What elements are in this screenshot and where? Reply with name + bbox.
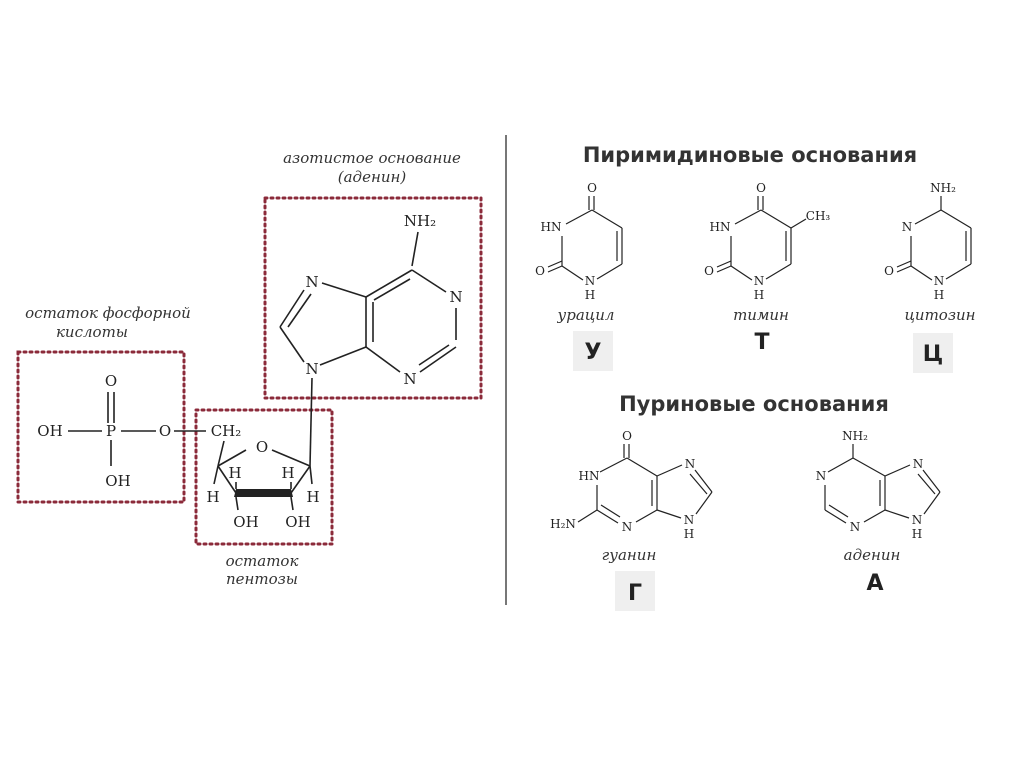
svg-text:HN: HN xyxy=(710,220,731,234)
pentose-caption-line1: остаток xyxy=(226,552,299,570)
svg-text:HN: HN xyxy=(579,469,600,483)
svg-text:N: N xyxy=(684,513,695,527)
svg-text:N: N xyxy=(912,513,923,527)
atom-h-2: H xyxy=(281,464,294,482)
svg-text:N: N xyxy=(685,457,696,471)
pentose-box xyxy=(194,408,334,546)
adenine-letter: А xyxy=(866,571,883,596)
ribose-bold-edge xyxy=(234,489,293,497)
purines-heading: Пуриновые основания xyxy=(619,392,889,416)
svg-text:O: O xyxy=(622,429,632,443)
uracil-letter: У xyxy=(585,340,602,365)
atom-o-ring: O xyxy=(256,438,268,456)
svg-text:NH₂: NH₂ xyxy=(842,429,868,443)
atom-n3: N xyxy=(403,370,416,388)
atom-o-top: O xyxy=(105,372,117,390)
pentose-caption-line2: пентозы xyxy=(226,570,298,588)
svg-text:N: N xyxy=(754,274,765,288)
svg-text:N: N xyxy=(622,520,633,534)
guanine-letter-box xyxy=(615,571,655,611)
atom-oh-left: OH xyxy=(37,422,62,440)
cytosine-letter-box xyxy=(913,333,953,373)
atom-n9: N xyxy=(305,360,318,378)
svg-text:CH₃: CH₃ xyxy=(806,209,831,223)
svg-text:HN: HN xyxy=(541,220,562,234)
pyrimidines-heading: Пиримидиновые основания xyxy=(583,143,917,167)
thymine-structure: O CH₃ N H O HN xyxy=(704,181,830,302)
atom-n7: N xyxy=(305,273,318,291)
atom-h-4: H xyxy=(306,488,319,506)
svg-text:N: N xyxy=(934,274,945,288)
svg-text:O: O xyxy=(704,264,714,278)
atom-ch2: CH₂ xyxy=(211,422,242,440)
svg-text:H₂N: H₂N xyxy=(550,517,576,531)
guanine-letter: Г xyxy=(628,581,642,606)
atom-n1: N xyxy=(449,288,462,306)
atom-oh-bottom: OH xyxy=(105,472,130,490)
svg-text:N: N xyxy=(913,457,924,471)
adenine-small-structure: NH₂ N N N N H xyxy=(816,429,941,541)
base-box xyxy=(263,196,483,400)
atom-oh-3: OH xyxy=(285,513,310,531)
svg-text:H: H xyxy=(912,527,922,541)
phosphate-caption-line2: кислоты xyxy=(56,323,128,341)
guanine-structure: O HN H₂N N N N H xyxy=(550,429,713,541)
phosphate-caption-line1: остаток фосфорной xyxy=(25,304,191,322)
svg-text:O: O xyxy=(587,181,597,195)
nucleotide-structure: азотистое основание (аденин) остаток фос… xyxy=(16,149,483,588)
svg-text:O: O xyxy=(756,181,766,195)
phosphate-box xyxy=(16,350,186,504)
guanine-name: гуанин xyxy=(602,546,657,564)
svg-text:N: N xyxy=(902,220,913,234)
svg-text:N: N xyxy=(816,469,827,483)
adenine-name: аденин xyxy=(844,546,901,564)
svg-text:H: H xyxy=(585,288,595,302)
svg-text:NH₂: NH₂ xyxy=(930,181,956,195)
uracil-name: урацил xyxy=(557,306,615,324)
atom-p: P xyxy=(106,422,116,440)
cytosine-name: цитозин xyxy=(904,306,975,324)
svg-text:H: H xyxy=(684,527,694,541)
svg-text:H: H xyxy=(934,288,944,302)
svg-text:N: N xyxy=(585,274,596,288)
atom-nh2-adenine: NH₂ xyxy=(404,212,436,230)
svg-text:H: H xyxy=(754,288,764,302)
cytosine-letter: Ц xyxy=(923,342,943,367)
uracil-letter-box xyxy=(573,331,613,371)
atom-h-3: H xyxy=(206,488,219,506)
thymine-name: тимин xyxy=(733,306,789,324)
atom-h-1: H xyxy=(228,464,241,482)
uracil-structure: O N H O HN xyxy=(535,181,623,302)
atom-o-ester: O xyxy=(159,422,171,440)
svg-text:N: N xyxy=(850,520,861,534)
svg-text:O: O xyxy=(884,264,894,278)
base-caption-line1: азотистое основание xyxy=(283,149,461,167)
atom-oh-2: OH xyxy=(233,513,258,531)
cytosine-structure: NH₂ N H O N xyxy=(884,181,972,302)
thymine-letter: Т xyxy=(754,330,769,355)
svg-text:O: O xyxy=(535,264,545,278)
base-caption-line2: (аденин) xyxy=(338,168,407,186)
